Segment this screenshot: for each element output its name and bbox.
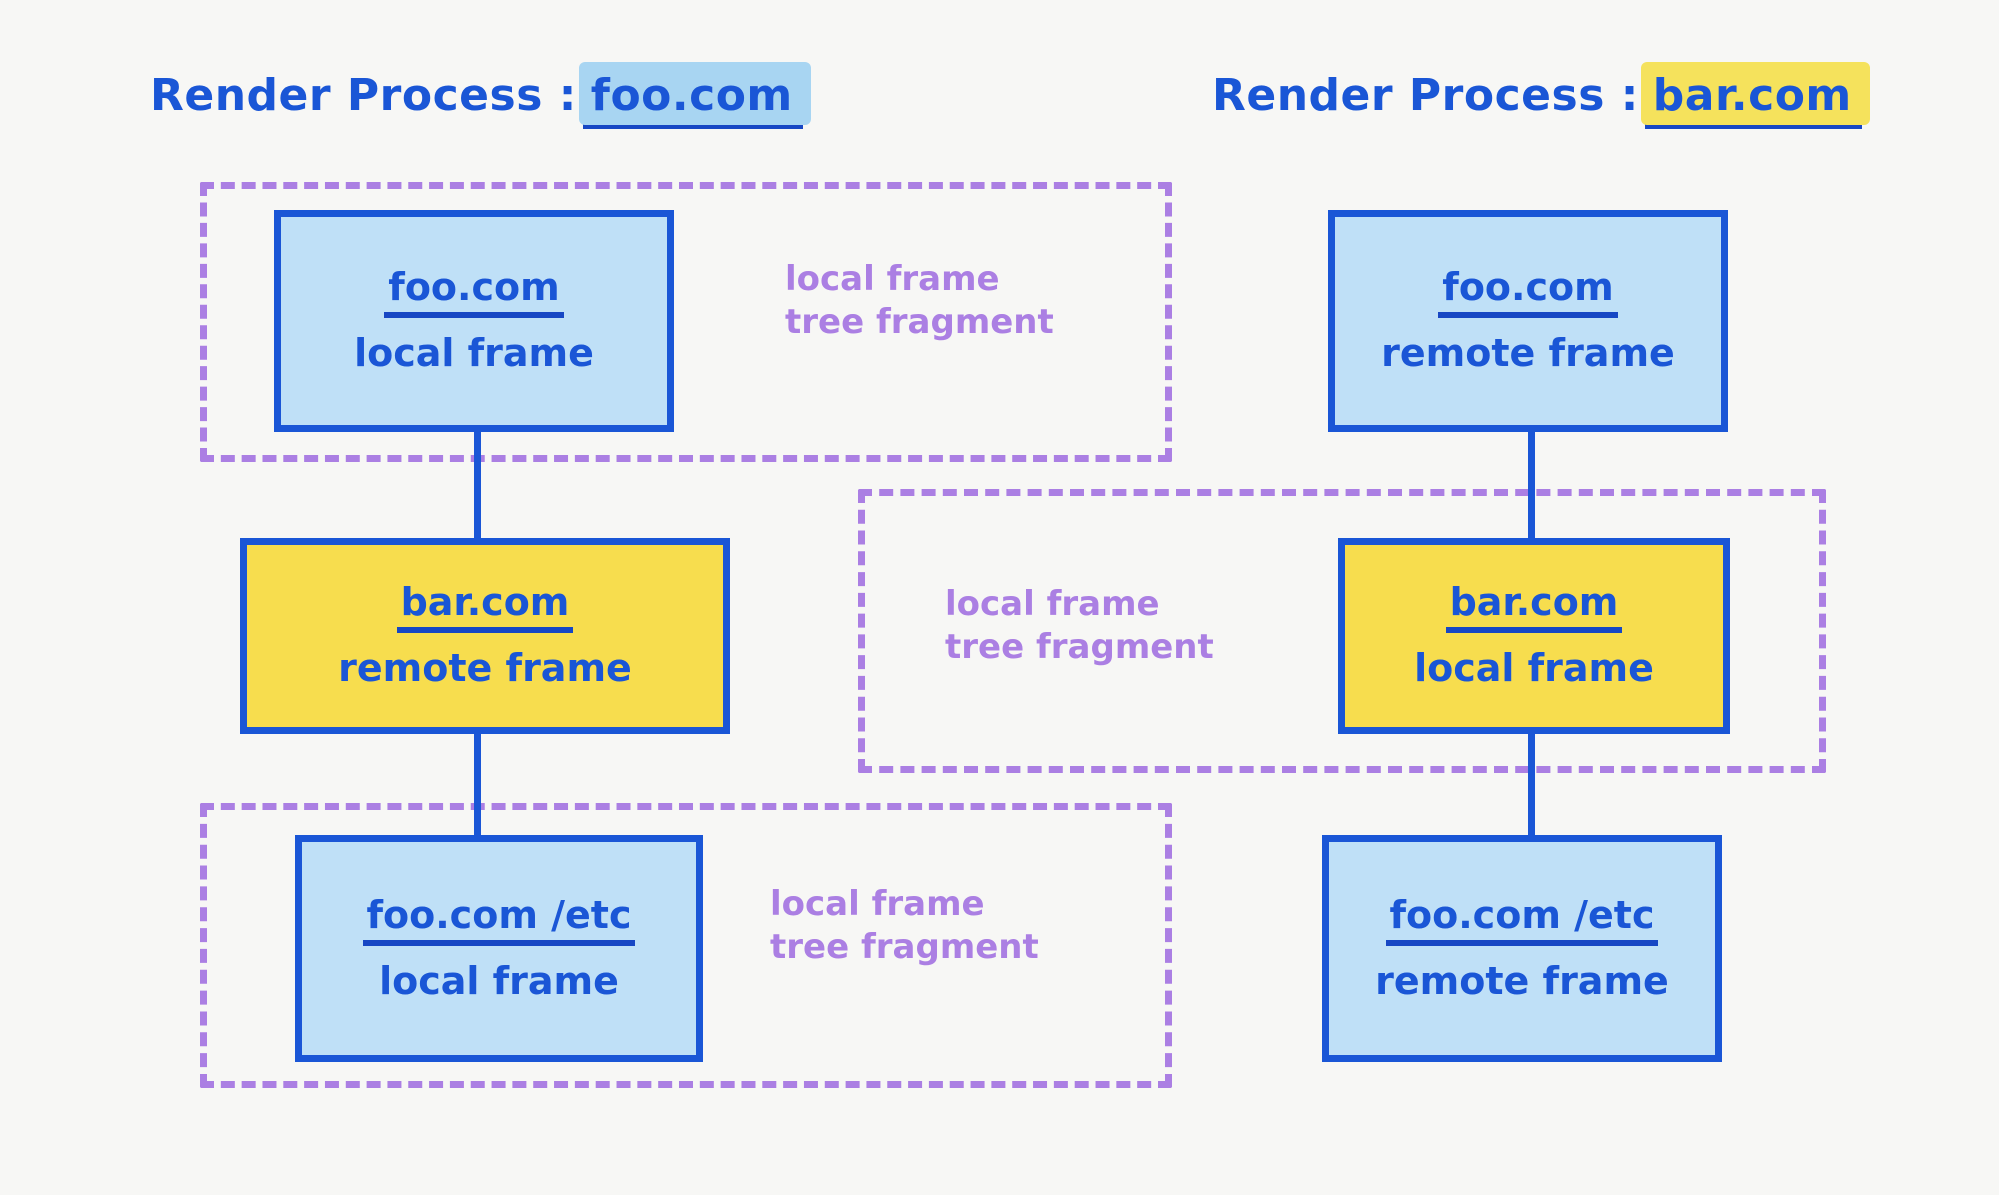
frame-kind: local frame — [354, 331, 594, 375]
process-title-bar-label: Render Process : — [1212, 70, 1639, 121]
frame-url: bar.com — [396, 582, 574, 633]
frame-box-foo-remote[interactable]: foo.com remote frame — [1328, 210, 1728, 432]
fragment-region-foo-top — [200, 182, 1172, 462]
connector-foo-bar-to-etc — [474, 730, 481, 840]
frame-box-foo-local[interactable]: foo.com local frame — [274, 210, 674, 432]
foo-host-highlight — [578, 62, 811, 125]
connector-bar-bar-to-etc — [1528, 730, 1535, 840]
frame-kind: remote frame — [1381, 331, 1675, 375]
process-title-bar-host: bar.com — [1640, 62, 1870, 129]
frame-kind: local frame — [379, 958, 619, 1003]
process-title-foo-label: Render Process : — [150, 70, 577, 121]
bar-host-highlight — [1640, 62, 1870, 125]
frame-box-bar-remote[interactable]: bar.com remote frame — [240, 538, 730, 734]
fragment-label-foo-top: local frame tree fragment — [785, 259, 1054, 342]
process-title-foo: Render Process : foo.com — [150, 62, 811, 129]
frame-url: foo.com — [1438, 267, 1618, 318]
fragment-label-foo-bottom: local frame tree fragment — [770, 884, 1039, 967]
frame-kind: remote frame — [1375, 958, 1669, 1003]
frame-kind: local frame — [1414, 646, 1654, 690]
frame-url: bar.com — [1445, 582, 1623, 633]
frame-box-foo-etc-local[interactable]: foo.com /etc local frame — [295, 835, 703, 1062]
fragment-label-bar-middle: local frame tree fragment — [945, 584, 1214, 667]
connector-foo-root-to-bar — [474, 430, 481, 540]
fragment-region-bar-middle — [858, 489, 1826, 773]
frame-box-bar-local[interactable]: bar.com local frame — [1338, 538, 1730, 734]
frame-url: foo.com — [384, 267, 564, 318]
frame-kind: remote frame — [338, 646, 632, 690]
connector-bar-root-to-bar — [1528, 430, 1535, 540]
process-title-foo-host: foo.com — [578, 62, 811, 129]
frame-url: foo.com /etc — [1385, 895, 1659, 946]
frame-url: foo.com /etc — [362, 895, 636, 946]
process-title-bar: Render Process : bar.com — [1212, 62, 1870, 129]
fragment-region-foo-bottom — [200, 803, 1172, 1088]
frame-box-foo-etc-remote[interactable]: foo.com /etc remote frame — [1322, 835, 1722, 1062]
